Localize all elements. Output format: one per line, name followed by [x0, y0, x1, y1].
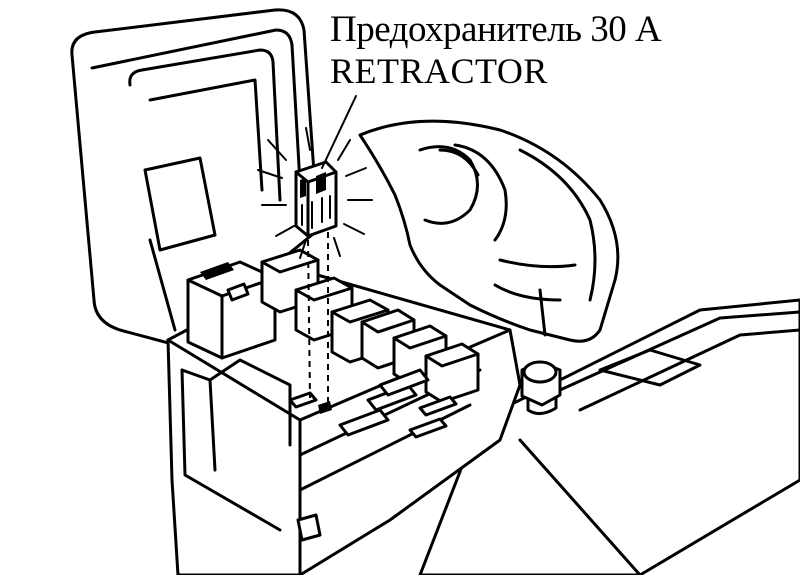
highlight-rays: [257, 127, 373, 259]
body-panel: [418, 298, 800, 575]
installation-guide: [307, 232, 329, 402]
air-intake-hose: [358, 119, 620, 343]
callout-leader: [321, 95, 357, 169]
fuse-label: Предохранитель 30 А: [330, 9, 662, 50]
fuse-circuit-name: RETRACTOR: [330, 51, 548, 91]
relay-block: [186, 248, 480, 404]
fuse-box-lid: [70, 8, 320, 347]
bolt-terminal: [520, 360, 562, 415]
retractor-fuse: [294, 160, 338, 238]
